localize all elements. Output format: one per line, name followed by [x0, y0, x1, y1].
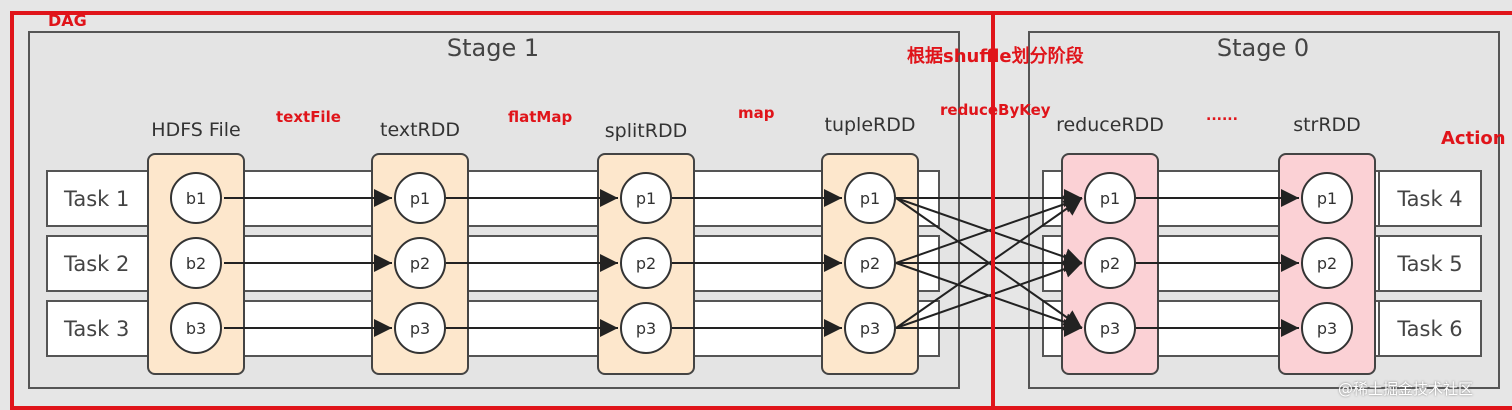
node-splitrdd-p3: p3: [620, 302, 672, 354]
stage-0-title: Stage 0: [1216, 34, 1310, 62]
rdd-label-textrdd: textRDD: [380, 119, 460, 141]
node-hdfs-b3: b3: [170, 302, 222, 354]
action-label: Action: [1441, 128, 1506, 149]
transform-textfile: textFile: [276, 108, 341, 126]
node-textrdd-p1: p1: [394, 172, 446, 224]
rdd-label-tuplerdd: tupleRDD: [824, 114, 916, 136]
task-4: Task 4: [1378, 170, 1482, 227]
task-5: Task 5: [1378, 235, 1482, 292]
node-splitrdd-p2: p2: [620, 237, 672, 289]
dag-frame: [10, 11, 1512, 410]
stage-1-title: Stage 1: [446, 34, 540, 62]
node-reducerdd-p1: p1: [1084, 172, 1136, 224]
arrow-shuffle-3-1: [895, 197, 1083, 329]
node-strrdd-p2: p2: [1301, 237, 1353, 289]
rdd-label-reducerdd: reduceRDD: [1056, 114, 1164, 136]
node-reducerdd-p2: p2: [1084, 237, 1136, 289]
node-tuplerdd-p2: p2: [844, 237, 896, 289]
rdd-label-hdfs-file: HDFS File: [151, 119, 241, 141]
transform-map: map: [738, 104, 775, 122]
node-tuplerdd-p1: p1: [844, 172, 896, 224]
node-textrdd-p2: p2: [394, 237, 446, 289]
shuffle-stage-note: 根据shuffle划分阶段: [907, 46, 1084, 67]
watermark-text: @稀土掘金技术社区: [1338, 380, 1474, 398]
rdd-label-splitrdd: splitRDD: [604, 120, 688, 142]
node-reducerdd-p3: p3: [1084, 302, 1136, 354]
rdd-label-strrdd: strRDD: [1293, 114, 1361, 136]
dag-label: DAG: [48, 11, 87, 30]
node-textrdd-p3: p3: [394, 302, 446, 354]
transform-ellipsis: ......: [1206, 108, 1238, 124]
task-6: Task 6: [1378, 300, 1482, 357]
node-strrdd-p1: p1: [1301, 172, 1353, 224]
node-hdfs-b1: b1: [170, 172, 222, 224]
arrow-shuffle-3-2: [895, 260, 1083, 329]
node-hdfs-b2: b2: [170, 237, 222, 289]
transform-reducebykey: reduceByKey: [940, 101, 1051, 119]
node-tuplerdd-p3: p3: [844, 302, 896, 354]
transform-flatmap: flatMap: [508, 108, 573, 126]
node-splitrdd-p1: p1: [620, 172, 672, 224]
stage-divider-line: [991, 11, 997, 410]
arrow-shuffle-2-1: [895, 195, 1083, 264]
node-strrdd-p3: p3: [1301, 302, 1353, 354]
